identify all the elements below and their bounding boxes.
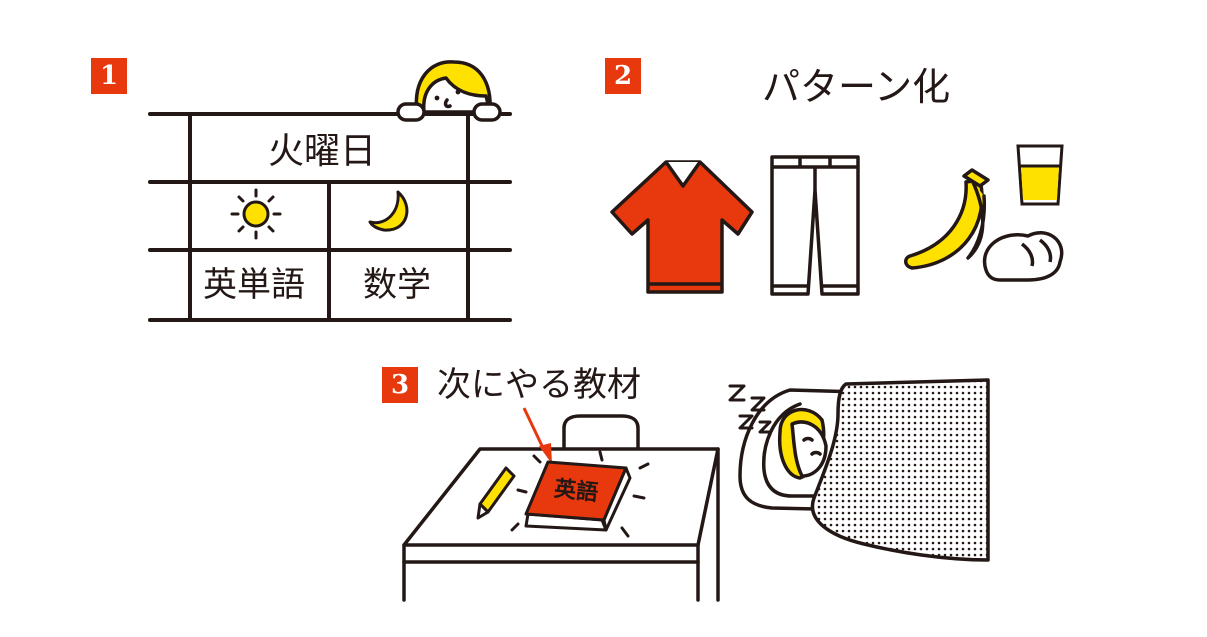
banana-icon bbox=[904, 168, 990, 270]
pencil-icon bbox=[476, 466, 516, 520]
textbook-title: 英語 bbox=[553, 476, 599, 506]
schedule-day: 火曜日 bbox=[268, 131, 377, 172]
panel-1-number: 1 bbox=[91, 58, 127, 94]
blanket-icon bbox=[810, 378, 990, 562]
pants-icon bbox=[770, 155, 860, 296]
schedule-table bbox=[148, 112, 512, 322]
peeking-child-icon bbox=[396, 60, 502, 122]
panel-3-number: 3 bbox=[382, 367, 418, 403]
sleeping-child-icon bbox=[777, 407, 828, 480]
panel-2-caption: パターン化 bbox=[762, 65, 951, 109]
zzz-icon bbox=[728, 384, 772, 434]
shirt-icon bbox=[610, 160, 754, 294]
bread-icon bbox=[982, 230, 1064, 282]
schedule-subject-2: 数学 bbox=[363, 265, 431, 305]
panel-2-number: 2 bbox=[605, 58, 641, 94]
sun-icon bbox=[230, 188, 282, 240]
juice-glass-icon bbox=[1016, 144, 1064, 206]
arrow-icon bbox=[522, 407, 552, 464]
emphasis-marks bbox=[510, 450, 650, 538]
panel-3-caption: 次にやる教材 bbox=[437, 365, 641, 405]
moon-icon bbox=[368, 190, 409, 232]
schedule-subject-1: 英単語 bbox=[203, 265, 305, 305]
textbook-icon bbox=[524, 460, 632, 532]
chair-icon bbox=[562, 414, 640, 450]
